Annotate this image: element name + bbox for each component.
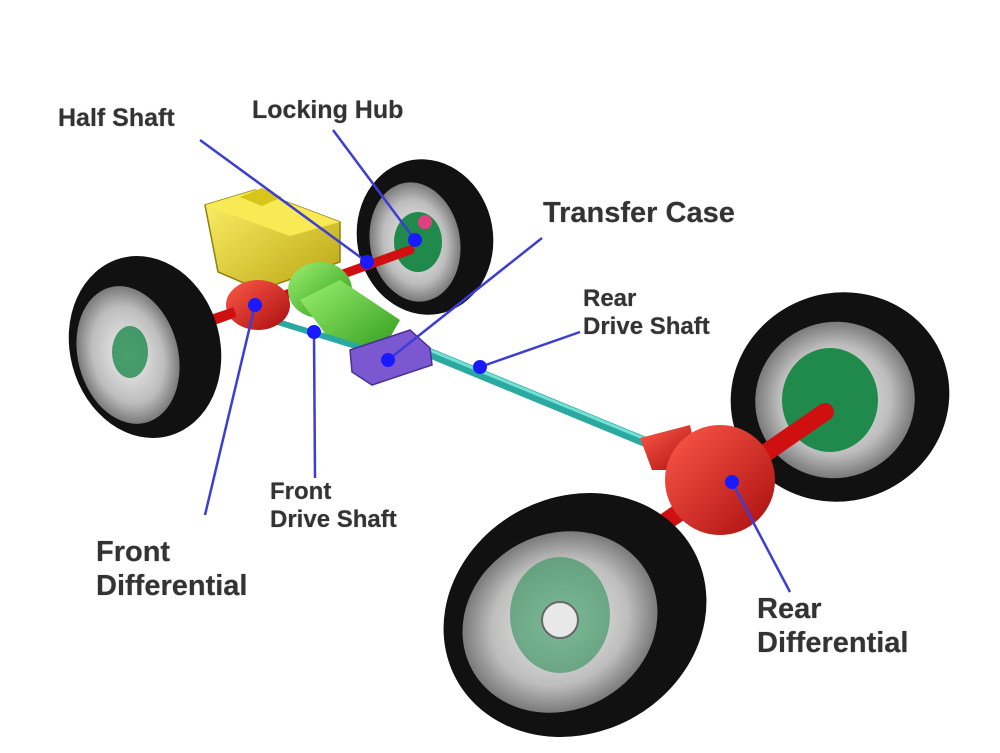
dot-half-shaft — [360, 255, 374, 269]
leader-locking-hub — [331, 129, 417, 241]
dot-front-drive-shaft — [307, 325, 321, 339]
dot-transfer-case — [381, 353, 395, 367]
label-half-shaft: Half Shaft — [58, 104, 175, 132]
transmission — [288, 262, 400, 355]
label-line: Drive Shaft — [270, 506, 397, 534]
label-line: Differential — [757, 627, 909, 660]
front-differential-housing — [203, 280, 290, 330]
label-rear-differential: Rear Differential — [757, 592, 908, 660]
brake-disc — [112, 326, 148, 378]
label-transfer-case: Transfer Case — [543, 197, 735, 229]
label-front-differential: Front Differential — [96, 535, 247, 603]
front-left-wheel — [68, 256, 222, 438]
leader-transfer-case — [387, 237, 543, 361]
dot-locking-hub — [408, 233, 422, 247]
leader-rear-differential — [730, 481, 792, 593]
label-line: Differential — [96, 570, 248, 603]
leader-front-drive-shaft — [312, 331, 317, 479]
front-right-wheel — [356, 159, 494, 315]
dot-rear-drive-shaft — [473, 360, 487, 374]
leader-lines — [199, 129, 792, 593]
hub — [541, 601, 579, 639]
label-line: Drive Shaft — [583, 313, 710, 341]
label-line: Rear — [583, 285, 637, 312]
label-line: Rear — [757, 593, 822, 625]
label-rear-drive-shaft: Rear Drive Shaft — [583, 285, 710, 342]
dot-front-differential — [248, 298, 262, 312]
leader-half-shaft — [199, 138, 368, 264]
label-line: Front — [270, 478, 332, 505]
label-locking-hub: Locking Hub — [252, 96, 404, 124]
label-line: Front — [96, 536, 171, 568]
leader-front-differential — [203, 304, 257, 516]
rear-drive-shaft — [405, 340, 665, 453]
leader-dots — [248, 233, 739, 489]
leader-rear-drive-shaft — [479, 330, 581, 369]
dot-rear-differential — [725, 475, 739, 489]
rear-left-wheel — [443, 493, 707, 737]
rear-differential-housing — [640, 425, 775, 535]
label-front-drive-shaft: Front Drive Shaft — [270, 478, 397, 535]
hub-cap — [418, 215, 432, 229]
